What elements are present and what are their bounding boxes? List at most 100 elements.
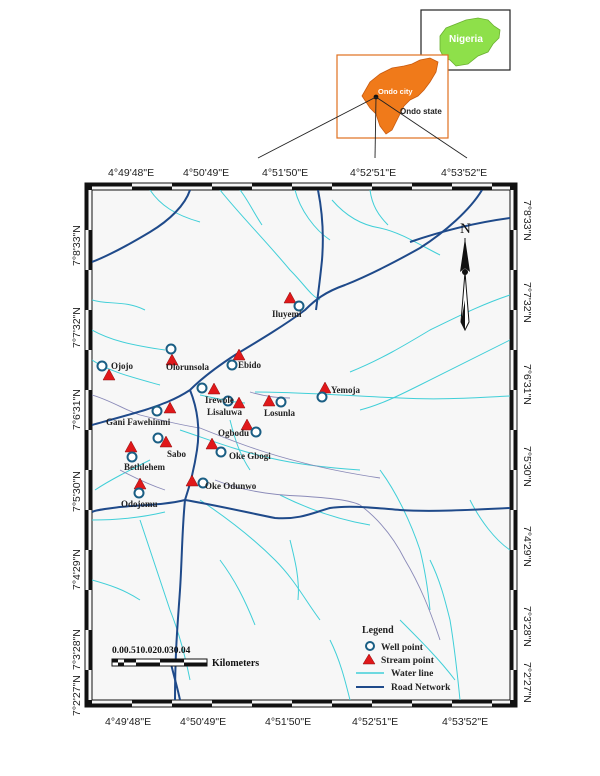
ondo-city-label: Ondo city: [378, 87, 413, 96]
well-point: [126, 451, 138, 463]
left-tick-label: 7°4'29"N: [71, 549, 83, 590]
frame-check-segment: [88, 390, 92, 430]
frame-check-segment: [252, 183, 292, 187]
stream-point: [165, 353, 179, 366]
ondo-state-shape: [361, 57, 439, 135]
frame-check-segment: [510, 470, 514, 510]
frame-check-segment: [492, 703, 510, 707]
scale-bar: 0.00.510.020.030.04 Kilometers: [111, 646, 259, 669]
place-label-bethlehem: Bethlehem: [124, 462, 165, 472]
frame-check-segment: [85, 190, 89, 230]
frame-check-segment: [132, 700, 172, 704]
frame-check-segment: [85, 430, 89, 470]
legend-well-symbol: [365, 641, 375, 651]
frame-check-segment: [292, 700, 332, 704]
frame-check-segment: [292, 186, 332, 190]
well-point: [226, 359, 238, 371]
right-tick-label: 7°4'29"N: [521, 526, 533, 567]
stream-point: [205, 437, 219, 450]
frame-check-segment: [510, 550, 514, 590]
frame-check-segment: [513, 190, 517, 230]
frame-check-segment: [88, 470, 92, 510]
frame-check-segment: [510, 183, 517, 190]
place-label-ebido: Ebido: [238, 360, 262, 370]
frame-check-segment: [92, 183, 132, 187]
bottom-tick-label: 4°51'50"E: [265, 716, 311, 728]
top-tick-label: 4°49'48"E: [108, 167, 154, 179]
well-point: [293, 300, 305, 312]
frame-check-segment: [85, 670, 89, 700]
map-content: Iluyemi Ojojo Olorunsola Ebido Yemoja Ir…: [92, 190, 510, 700]
well-point: [197, 477, 209, 489]
well-point: [316, 391, 328, 403]
nigeria-label: Nigeria: [449, 34, 483, 45]
place-label-sabo: Sabo: [167, 449, 187, 459]
stream-point: [102, 368, 116, 381]
legend-well-label: Well point: [381, 643, 424, 653]
place-label-olorunsola: Olorunsola: [166, 362, 210, 372]
frame-check-segment: [513, 590, 517, 630]
scale-bar-unit: Kilometers: [212, 658, 259, 669]
well-point: [133, 487, 145, 499]
frame-check-segment: [513, 510, 517, 550]
right-tick-label: 7°5'30"N: [521, 446, 533, 487]
frame-check-segment: [452, 700, 492, 704]
top-graticule-labels: 4°49'48"E 4°50'49"E 4°51'50"E 4°52'51"E …: [108, 167, 487, 179]
stream-point: [232, 396, 246, 409]
right-tick-label: 7°3'28"N: [521, 606, 533, 647]
left-graticule-labels: 7°8'33"N 7°7'32"N 7°6'31"N 7°5'30"N 7°4'…: [71, 225, 83, 716]
ondo-state-label: Ondo state: [400, 107, 442, 116]
place-label-oke-gbogi: Oke Gbogi: [229, 451, 271, 461]
frame-check-segment: [85, 270, 89, 310]
frame-check-segment: [372, 700, 412, 704]
scale-bar-numbers: 0.00.510.020.030.04: [112, 646, 191, 656]
stream-point: [262, 394, 276, 407]
left-tick-label: 7°3'28"N: [71, 629, 83, 670]
bottom-tick-label: 4°52'51"E: [352, 716, 398, 728]
well-point: [151, 405, 163, 417]
place-labels: Iluyemi Ojojo Olorunsola Ebido Yemoja Ir…: [106, 309, 360, 509]
well-point: [215, 446, 227, 458]
place-label-gani: Gani Fawehinmi: [106, 417, 171, 427]
frame-check-segment: [85, 590, 89, 630]
well-point: [152, 432, 164, 444]
north-arrow-label: N: [460, 221, 471, 237]
legend-stream-symbol: [362, 653, 376, 665]
place-label-oke-odunwo: Oke Odunwo: [205, 481, 257, 491]
frame-check-segment: [510, 310, 514, 350]
top-tick-label: 4°51'50"E: [262, 167, 308, 179]
right-tick-label: 7°6'31"N: [521, 364, 533, 405]
legend-stream-label: Stream point: [381, 656, 435, 666]
frame-check-segment: [88, 310, 92, 350]
frame-check-segment: [372, 186, 412, 190]
well-point: [96, 360, 108, 372]
left-tick-label: 7°8'33"N: [71, 225, 83, 266]
frame-check-segment: [85, 510, 89, 550]
frame-check-segment: [88, 550, 92, 590]
frame-check-segment: [510, 390, 514, 430]
top-tick-label: 4°50'49"E: [183, 167, 229, 179]
map-frame: [84, 182, 518, 708]
top-tick-label: 4°53'52"E: [441, 167, 487, 179]
stream-point: [232, 348, 246, 361]
well-point: [222, 395, 234, 407]
well-point: [275, 396, 287, 408]
legend-title: Legend: [362, 625, 394, 636]
place-label-yemoja: Yemoja: [331, 385, 360, 395]
left-tick-label: 7°6'31"N: [71, 389, 83, 430]
well-point: [165, 343, 177, 355]
left-tick-label: 7°2'27"N: [71, 675, 83, 716]
place-label-ogbodu: Ogbodu: [218, 428, 249, 438]
road-network: [92, 190, 510, 700]
frame-check-segment: [513, 670, 517, 700]
bottom-tick-label: 4°53'52"E: [442, 716, 488, 728]
frame-check-segment: [513, 430, 517, 470]
frame-check-segment: [88, 630, 92, 670]
right-tick-label: 7°2'27"N: [521, 662, 533, 703]
stream-points: [102, 291, 332, 490]
bottom-tick-label: 4°49'48"E: [105, 716, 151, 728]
well-points: [96, 300, 328, 499]
frame-check-segment: [510, 230, 514, 270]
place-label-losunla: Losunla: [264, 408, 296, 418]
